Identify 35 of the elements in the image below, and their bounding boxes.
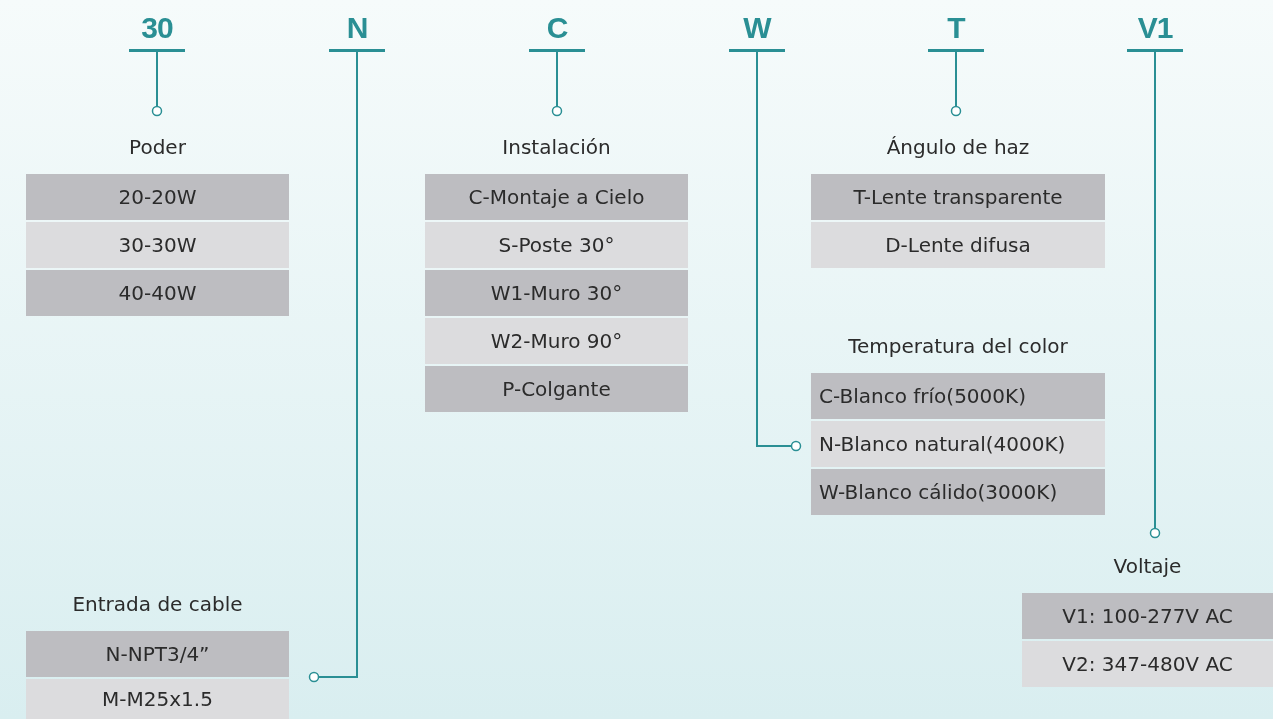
connector-line [308,51,358,683]
option-row: C-Blanco frío(5000K) [811,373,1105,419]
group-heading: Poder [128,134,187,161]
option-row: V2: 347-480V AC [1022,641,1273,687]
option-row: V1: 100-277V AC [1022,593,1273,639]
option-row: W-Blanco cálido(3000K) [811,469,1105,515]
option-row: 20-20W [26,174,289,220]
group-heading: Temperatura del color [847,333,1069,360]
option-row: D-Lente difusa [811,222,1105,268]
code-letter: 30 [129,8,185,52]
option-row: N-Blanco natural(4000K) [811,421,1105,467]
group-heading: Ángulo de haz [885,134,1031,161]
code-letter: W [729,8,785,52]
option-row: N-NPT3/4” [26,631,289,677]
code-letter: T [928,8,984,52]
connector-line [756,51,802,452]
connector-line [551,51,563,117]
connector-line [1149,51,1161,539]
option-row: S-Poste 30° [425,222,688,268]
option-row: T-Lente transparente [811,174,1105,220]
group-heading: Entrada de cable [71,591,244,618]
option-row: 40-40W [26,270,289,316]
connector-line [950,51,962,117]
code-letter: V1 [1127,8,1183,52]
option-row: P-Colgante [425,366,688,412]
option-row: W1-Muro 30° [425,270,688,316]
group-heading: Voltaje [1112,553,1183,580]
code-letter: N [329,8,385,52]
option-row: C-Montaje a Cielo [425,174,688,220]
option-row: M-M25x1.5 [26,679,289,719]
group-heading: Instalación [501,134,612,161]
code-letter: C [529,8,585,52]
option-row: 30-30W [26,222,289,268]
connector-line [151,51,163,117]
option-row: W2-Muro 90° [425,318,688,364]
